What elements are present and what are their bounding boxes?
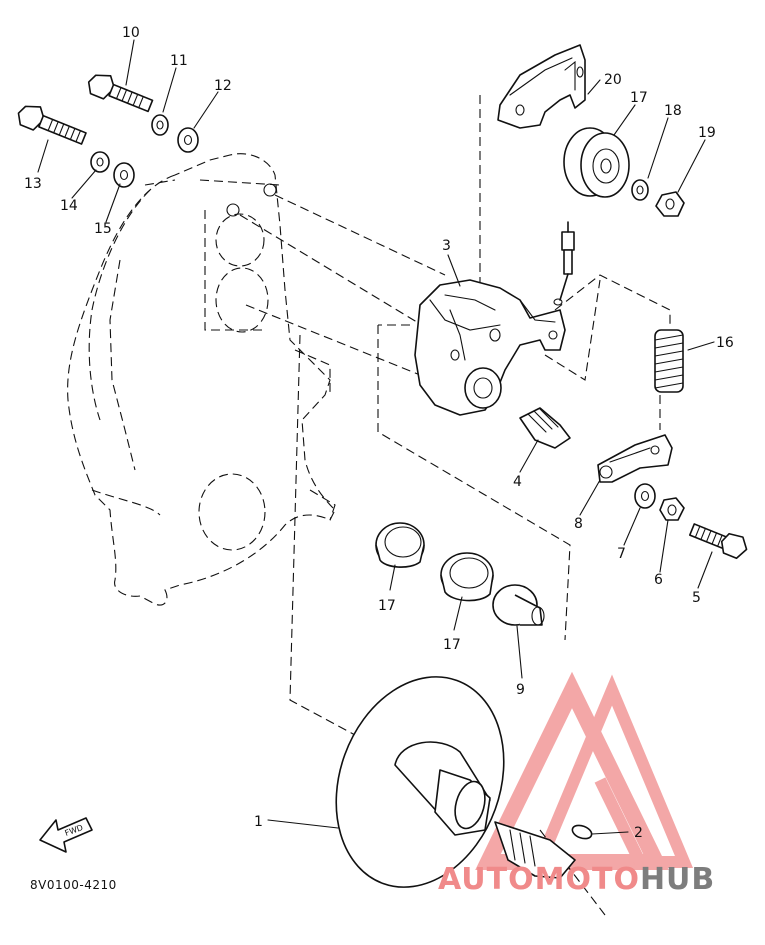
callout-14: 14: [60, 198, 78, 214]
pulley-18: [563, 127, 630, 198]
callout-leaders: [37, 39, 715, 835]
housing-3: [414, 279, 566, 416]
lock-washer-14: [90, 151, 110, 173]
lever-arm-8: [597, 434, 673, 483]
bolt-13: [17, 105, 87, 145]
watermark-auto: AUTO: [438, 862, 535, 897]
woodruff-key-2: [571, 824, 593, 840]
bolt-10: [87, 74, 154, 113]
control-rod: [553, 221, 575, 306]
callout-16: 16: [716, 335, 734, 351]
watermark-text: AUTOMOTOHUB: [438, 862, 715, 897]
callout-8: 8: [574, 516, 583, 532]
callout-12: 12: [214, 78, 232, 94]
callout-4: 4: [513, 474, 522, 490]
spring-16: [654, 329, 684, 393]
callout-5: 5: [692, 590, 701, 606]
nut-20: [655, 191, 685, 217]
callout-17-b: 17: [443, 637, 461, 653]
bolt-5: [688, 523, 748, 560]
callout-18: 17: [630, 90, 648, 106]
watermark-hub: HUB: [640, 862, 715, 897]
callout-21: 20: [604, 72, 622, 88]
callout-20: 19: [698, 125, 716, 141]
washer-15: [113, 162, 135, 188]
nut-6: [659, 497, 685, 521]
primary-sheave-1: [335, 676, 576, 888]
callout-3: 3: [442, 238, 451, 254]
pin-4: [519, 407, 571, 449]
bushing-17-a: [375, 522, 425, 568]
callout-1: 1: [254, 814, 263, 830]
callout-17-a: 17: [378, 598, 396, 614]
callout-13: 13: [24, 176, 42, 192]
forward-arrow-icon: FWD: [39, 817, 93, 853]
bushing-17-b: [440, 552, 494, 602]
callout-numbers: 10 11 12 13 14 15 20 17 18 19 3 16 4 8 7…: [24, 25, 734, 841]
callout-2: 2: [634, 825, 643, 841]
washer-19: [631, 179, 649, 201]
lock-washer-11: [151, 114, 169, 136]
watermark-moto: MOTO: [535, 862, 640, 897]
callout-6: 6: [654, 572, 663, 588]
callout-19: 18: [664, 103, 682, 119]
crankcase-cover: [67, 153, 336, 606]
collar-9: [492, 584, 545, 626]
part-code-label: 8V0100-4210: [30, 878, 117, 892]
bracket-21: [497, 44, 586, 129]
washer-12: [177, 127, 199, 153]
callout-10: 10: [122, 25, 140, 41]
callout-7: 7: [617, 546, 626, 562]
washer-7: [634, 483, 656, 509]
callout-11: 11: [170, 53, 188, 69]
callout-15: 15: [94, 221, 112, 237]
callout-9: 9: [516, 682, 525, 698]
